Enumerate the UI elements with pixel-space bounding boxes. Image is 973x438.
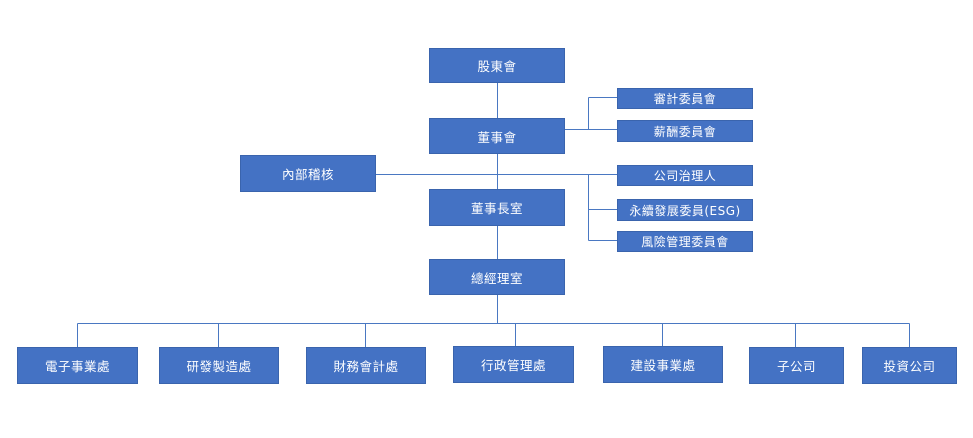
node-dept-rnd-manufacturing[interactable]: 研發製造處 [159, 347, 279, 384]
node-dept-finance[interactable]: 財務會計處 [306, 347, 426, 384]
node-audit-committee[interactable]: 審計委員會 [617, 88, 753, 109]
node-label: 公司治理人 [653, 169, 717, 183]
node-subsidiary[interactable]: 子公司 [749, 347, 844, 384]
node-label: 風險管理委員會 [641, 235, 729, 249]
node-compensation-committee[interactable]: 薪酬委員會 [617, 120, 753, 142]
node-board[interactable]: 董事會 [429, 118, 565, 154]
node-dept-electronics[interactable]: 電子事業處 [17, 347, 138, 384]
node-label: 董事會 [477, 129, 517, 145]
node-label: 行政管理處 [480, 358, 546, 373]
node-label: 股東會 [477, 59, 517, 74]
node-label: 投資公司 [883, 359, 936, 374]
node-label: 研發製造處 [186, 359, 252, 374]
node-internal-audit[interactable]: 內部稽核 [240, 155, 376, 192]
node-investment-company[interactable]: 投資公司 [862, 347, 957, 384]
node-dept-construction[interactable]: 建設事業處 [603, 346, 723, 383]
node-risk-committee[interactable]: 風險管理委員會 [617, 231, 753, 252]
node-esg-committee[interactable]: 永續發展委員(ESG) [617, 199, 753, 221]
node-chairman-office[interactable]: 董事長室 [429, 189, 565, 226]
node-label: 子公司 [776, 359, 816, 374]
node-label: 內部稽核 [281, 167, 334, 182]
node-dept-admin[interactable]: 行政管理處 [453, 346, 574, 383]
node-gm-office[interactable]: 總經理室 [429, 259, 565, 295]
node-label: 總經理室 [470, 270, 523, 286]
node-shareholders[interactable]: 股東會 [429, 48, 565, 83]
node-label: 永續發展委員(ESG) [629, 203, 741, 218]
node-label: 電子事業處 [44, 359, 110, 374]
node-label: 審計委員會 [653, 92, 717, 106]
node-label: 財務會計處 [333, 359, 399, 374]
node-label: 董事長室 [470, 201, 523, 216]
node-governance-officer[interactable]: 公司治理人 [617, 165, 753, 186]
node-label: 建設事業處 [630, 358, 696, 373]
node-label: 薪酬委員會 [653, 124, 717, 139]
